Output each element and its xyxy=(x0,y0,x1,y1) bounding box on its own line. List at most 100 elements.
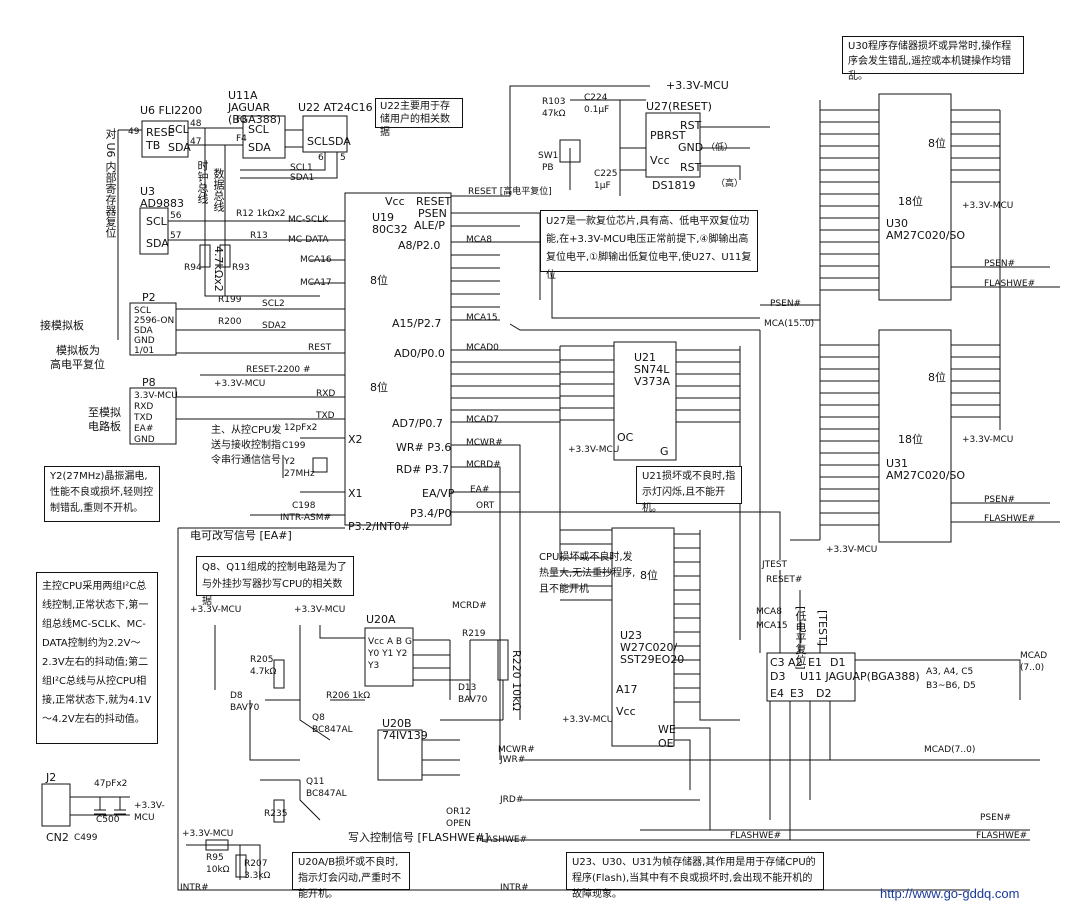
u30-bits: 18位 xyxy=(898,195,923,208)
comp-r94: R94 xyxy=(184,263,202,273)
u6-pin-tb: TB xyxy=(146,139,161,152)
u31-bits: 18位 xyxy=(898,433,923,446)
u19-x1: X1 xyxy=(348,487,363,500)
comp-r199: R199 xyxy=(218,295,242,305)
sig-clock-bus: 时钟总线 xyxy=(196,160,209,204)
u6-chip xyxy=(141,120,189,158)
u11-pin-e4: E4 xyxy=(770,687,784,700)
sig-flashwe-u31: FLASHWE# xyxy=(984,514,1036,524)
comp-r13: R13 xyxy=(250,231,268,241)
u6-pin-sda: SDA xyxy=(168,141,191,154)
u6-pin-47: 47 xyxy=(190,137,202,147)
sig-mcad-right: MCAD (7..0) xyxy=(1020,651,1048,673)
sig-flashwe-bottom-2: FLASHWE# xyxy=(976,831,1028,841)
p8-row-4: EA# xyxy=(134,424,154,434)
p2-row-2: 2596-ON xyxy=(134,316,175,326)
sig-analog-1: 接模拟板 xyxy=(40,319,84,332)
u11-pin-c3: C3 xyxy=(770,656,785,669)
sig-3v3-u11: +3.3V-MCU xyxy=(826,545,878,555)
sig-low: （低） xyxy=(706,143,734,153)
u11-pin-e1: E1 xyxy=(808,656,822,669)
p2-row-3: SDA xyxy=(134,326,153,336)
sig-psen-1: PSEN# xyxy=(770,299,802,309)
sig-low-reset: [低电平复位] xyxy=(794,606,807,670)
comp-r207: R207 3.3kΩ xyxy=(244,859,271,881)
sig-a3-c5: A3, A4, C5 xyxy=(926,667,974,677)
sig-mca15: MCA15 xyxy=(466,313,498,323)
sig-mca16: MCA16 xyxy=(300,255,332,265)
note-u27: U27是一款复位芯片,具有高、低电平双复位功能,在+3.3V-MCU电压正常前提… xyxy=(540,210,758,281)
u6-pin-scl: SCL xyxy=(168,123,189,136)
comp-c199: C199 xyxy=(282,441,306,451)
u19-a15: A15/P2.7 xyxy=(392,317,442,330)
p8-connector xyxy=(129,387,177,445)
u27-rst-2: RST xyxy=(680,161,702,174)
comp-r219: R219 xyxy=(462,629,486,639)
u30-chip xyxy=(878,93,952,301)
comp-c224: C224 0.1μF xyxy=(584,93,610,115)
sig-mca17: MCA17 xyxy=(300,278,332,288)
comp-cap47: 47pFx2 xyxy=(94,779,128,789)
sig-sw1: SW1 xyxy=(538,151,559,161)
u19-psen: PSEN xyxy=(418,207,447,220)
u11-pin-d3: D3 xyxy=(770,670,786,683)
sig-pb: PB xyxy=(542,163,554,173)
comp-r220: R220 10kΩ xyxy=(510,650,523,711)
sig-3v3-r95: +3.3V-MCU xyxy=(182,829,234,839)
sig-intr-mid: INTR# xyxy=(500,883,529,893)
comp-r95: R95 10kΩ xyxy=(206,853,230,875)
sig-scl1: SCL1 xyxy=(290,163,313,173)
sig-intr-left: INTR# xyxy=(180,883,209,893)
sig-sda2: SDA2 xyxy=(262,321,287,331)
u30-label: U30 AM27C020/SO xyxy=(886,217,966,242)
u27-part: DS1819 xyxy=(652,179,696,192)
sig-reset: RESET# xyxy=(766,575,803,585)
u11-pin-d2: D2 xyxy=(816,687,832,700)
u21-g: G xyxy=(660,445,669,458)
sig-flashwe-bottom-1: FLASHWE# xyxy=(730,831,782,841)
u11-chip xyxy=(766,652,856,702)
note-y2: Y2(27MHz)晶振漏电,性能不良或损坏,轻则控制错乱,重则不开机。 xyxy=(44,466,160,522)
u11-pin-a2: A2 xyxy=(788,656,803,669)
sig-mca9-u11: MCA15 xyxy=(756,621,788,631)
u23-oe: OE xyxy=(658,737,674,750)
u27-gnd: GND xyxy=(678,141,704,154)
u23-a17: A17 xyxy=(616,683,638,696)
sig-mcwr-2: MCWR# xyxy=(498,745,535,755)
u21-label: U21 SN74L V373A xyxy=(634,351,671,388)
sig-psen-bottom: PSEN# xyxy=(980,813,1012,823)
u22-pin-sda: SDA xyxy=(328,135,351,148)
u3-pin-56: 56 xyxy=(170,211,182,221)
p8-label: P8 xyxy=(142,376,156,389)
sig-mca8: MCA8 xyxy=(466,235,492,245)
comp-y2: Y2 27MHz xyxy=(284,457,315,479)
sig-3v3-q8: +3.3V-MCU xyxy=(190,605,242,615)
u19-reset: RESET xyxy=(416,195,452,208)
comp-r205: R205 4.7kΩ xyxy=(250,655,277,677)
sig-rxd: RXD xyxy=(316,389,336,399)
u19-p34: P3.4/P0 xyxy=(410,507,452,520)
u19-p32: P3.2/INT0# xyxy=(348,520,411,533)
p8-row-2: RXD xyxy=(134,402,154,412)
p2-row-4: GND xyxy=(134,336,155,346)
u21-oc: OC xyxy=(617,431,634,444)
u31-chip xyxy=(878,329,952,543)
u11a-pin-sda: SDA xyxy=(248,141,271,154)
u11-pin-d1: D1 xyxy=(830,656,846,669)
u11-label: U11 JAGUAP(BGA388) xyxy=(800,670,920,683)
u3-chip xyxy=(139,207,169,255)
u3-pin-57: 57 xyxy=(170,231,182,241)
sig-ea: EA# xyxy=(470,485,490,495)
p8-row-3: TXD xyxy=(134,413,153,423)
sig-mcrd-2: MCRD# xyxy=(452,601,487,611)
note-u23: U23、U30、U31为帧存储器,其作用是用于存储CPU的程序(Flash),当… xyxy=(566,852,824,900)
sig-rest: REST xyxy=(308,343,332,353)
comp-q11: Q11 BC847AL xyxy=(306,777,347,799)
sig-jrd: JRD# xyxy=(500,795,524,805)
u27-label: U27(RESET) xyxy=(646,100,712,113)
sig-3v3-top: +3.3V-MCU xyxy=(666,79,729,92)
comp-c499: C499 xyxy=(74,833,98,843)
sig-data-bus: 数据总线 xyxy=(212,168,225,212)
u6-pin-rese: RESE xyxy=(146,126,175,139)
